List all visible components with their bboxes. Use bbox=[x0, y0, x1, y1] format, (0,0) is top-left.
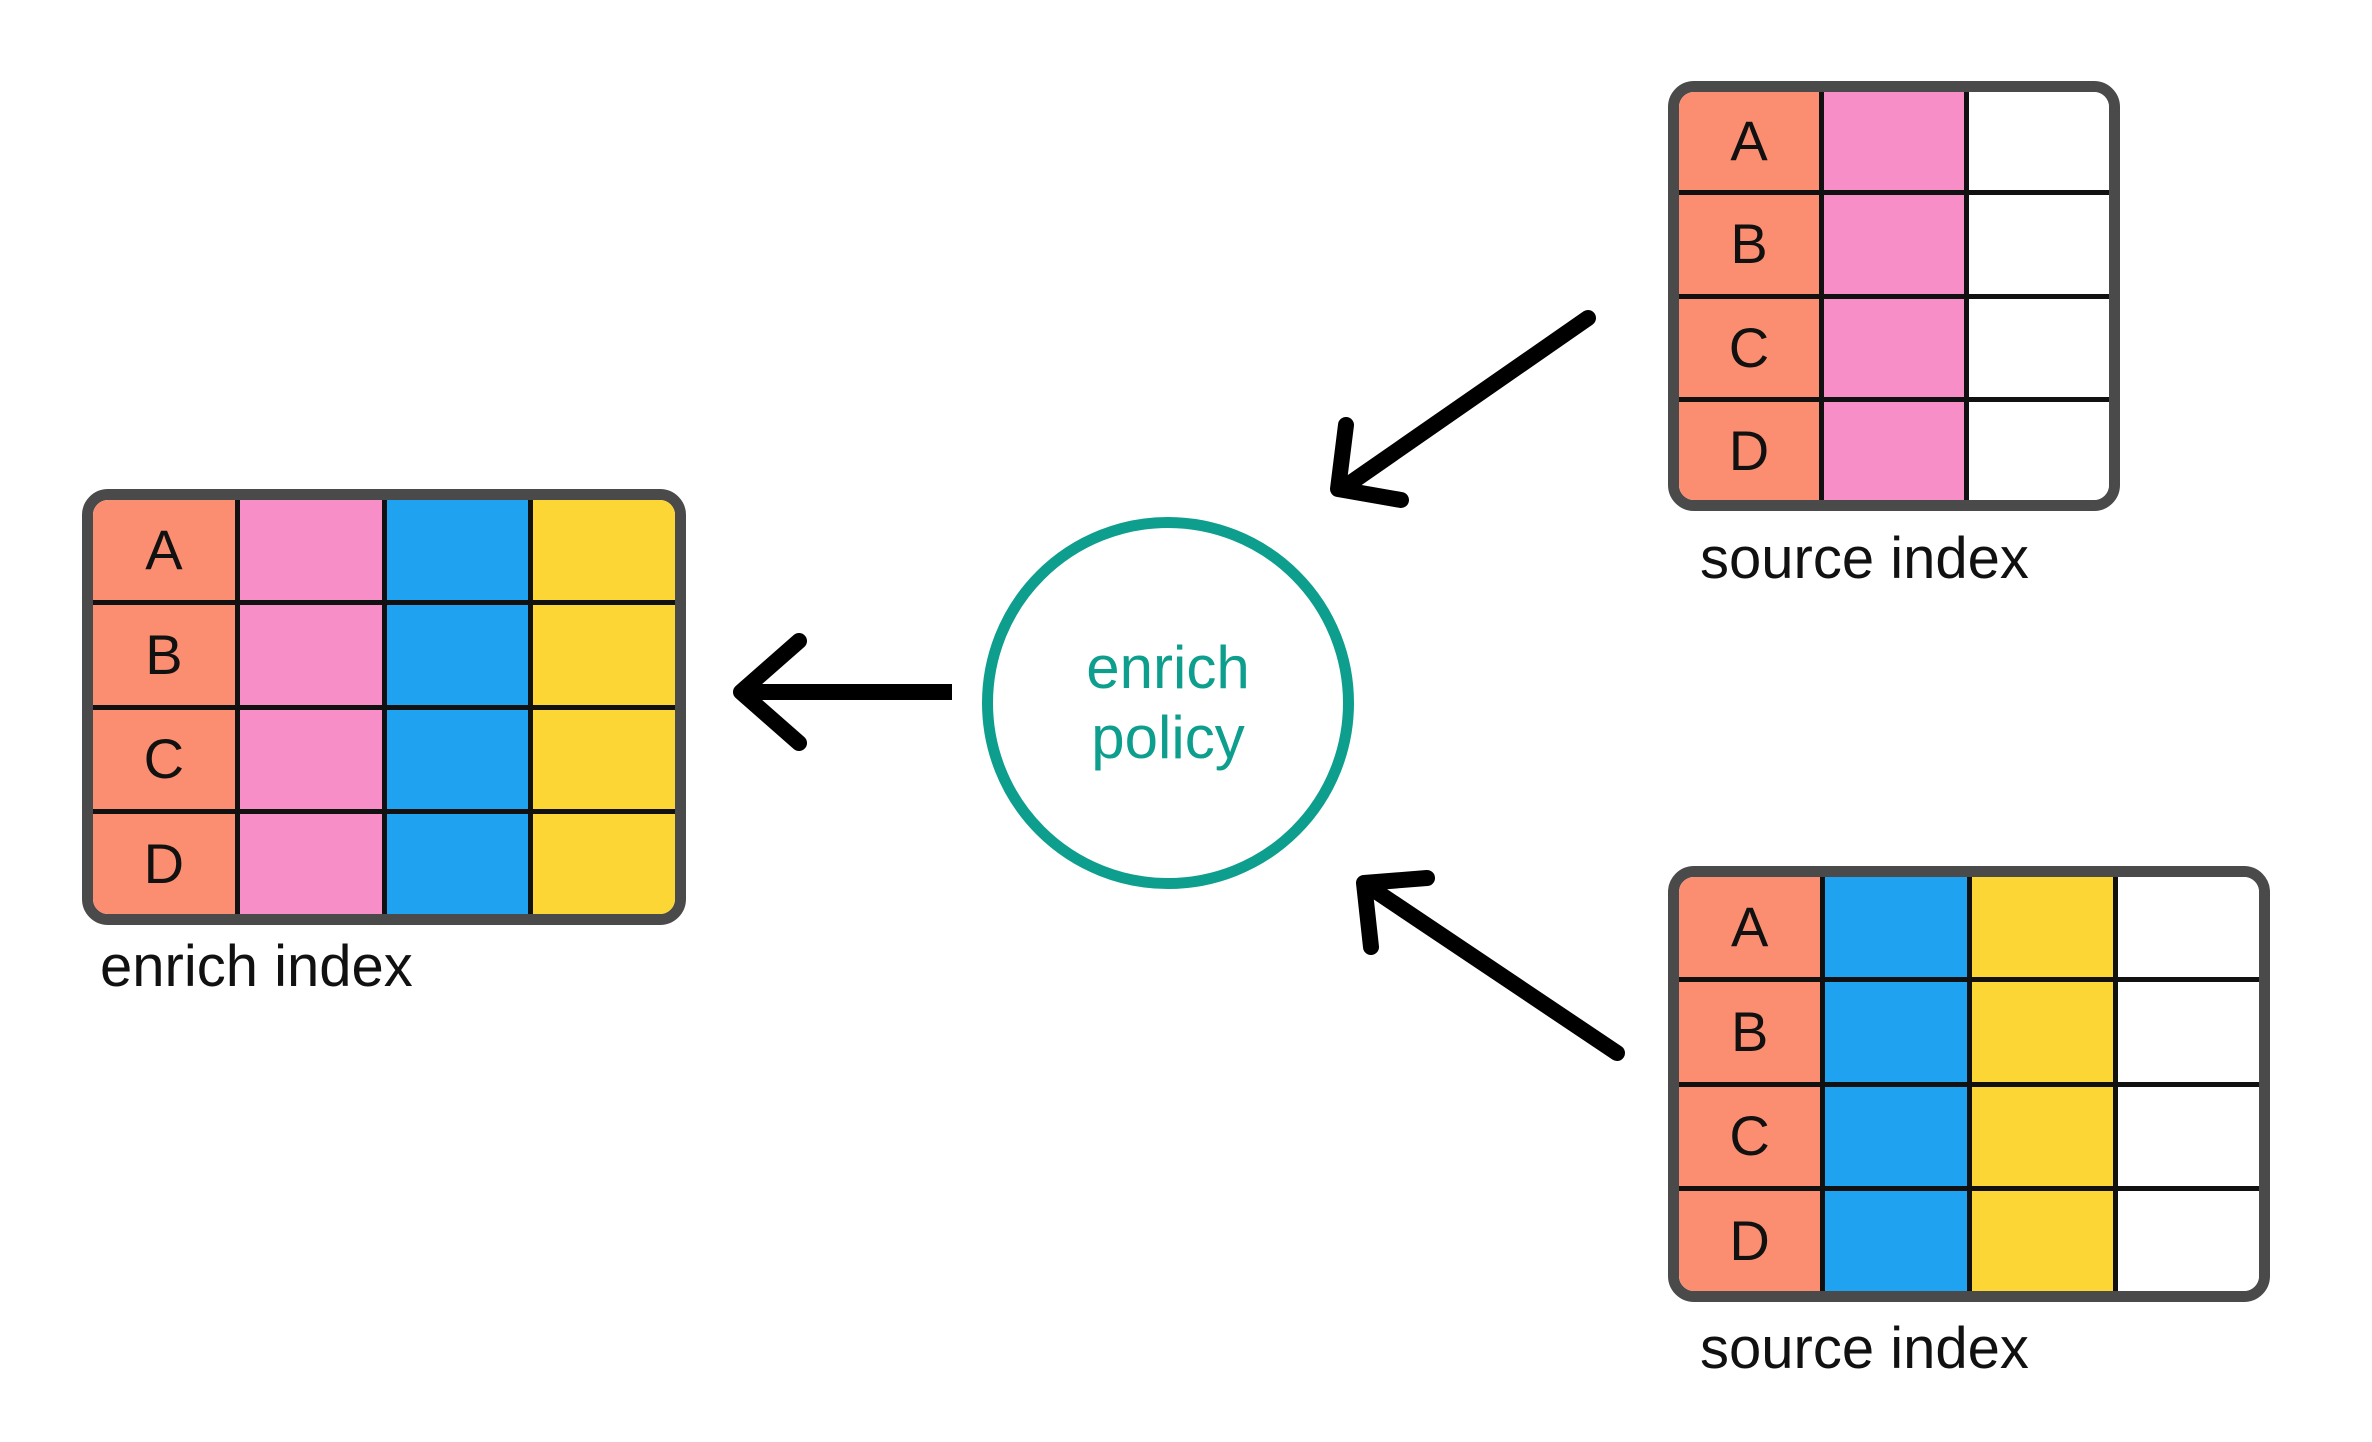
arrow-source-bottom-to-policy bbox=[1356, 870, 1625, 1061]
enrich-index-table: A B C D bbox=[82, 489, 686, 925]
table-cell-pink bbox=[1824, 195, 1969, 294]
table-row: D bbox=[1679, 1191, 2259, 1291]
cell-label: C bbox=[1729, 1104, 1770, 1168]
table-row: C bbox=[1679, 1086, 2259, 1192]
table-cell-empty bbox=[1969, 195, 2109, 294]
table-cell-blue bbox=[1825, 1191, 1972, 1291]
table-row: A bbox=[1679, 877, 2259, 982]
table-cell-key: A bbox=[1679, 92, 1824, 191]
cell-label: A bbox=[1730, 109, 1768, 173]
cell-label: A bbox=[145, 517, 183, 581]
table-cell-yellow bbox=[1971, 981, 2118, 1082]
source-index-table-top: A B C D bbox=[1668, 81, 2120, 511]
cell-label: D bbox=[1729, 1209, 1770, 1273]
table-row: A bbox=[1679, 92, 2109, 196]
table-cell-pink bbox=[1824, 92, 1969, 191]
table-cell-blue bbox=[386, 500, 534, 600]
table-cell-pink bbox=[239, 604, 387, 705]
table-cell-key: C bbox=[1679, 298, 1824, 397]
cell-label: B bbox=[1730, 212, 1768, 276]
table-cell-yellow bbox=[1971, 1191, 2118, 1291]
table-cell-blue bbox=[386, 709, 534, 810]
source-index-table-bottom: A B C D bbox=[1668, 866, 2270, 1302]
enrich-policy-node: enrich policy bbox=[982, 517, 1354, 889]
table-cell-blue bbox=[1825, 981, 1972, 1082]
table-cell-blue bbox=[386, 814, 534, 914]
enrich-index-caption: enrich index bbox=[100, 934, 413, 999]
table-cell-key: A bbox=[93, 500, 240, 600]
table-cell-yellow bbox=[533, 709, 675, 810]
table-cell-key: B bbox=[1679, 195, 1824, 294]
table-cell-blue bbox=[386, 604, 534, 705]
arrow-policy-to-enrich-index bbox=[733, 633, 952, 751]
table-row: D bbox=[1679, 401, 2109, 500]
table-cell-pink bbox=[1824, 401, 1969, 500]
cell-label: C bbox=[1728, 315, 1770, 379]
table-cell-key: C bbox=[1679, 1086, 1826, 1187]
table-row: B bbox=[1679, 195, 2109, 299]
table-cell-empty bbox=[1969, 401, 2109, 500]
table-cell-empty bbox=[2117, 1191, 2259, 1291]
table-cell-empty bbox=[1969, 92, 2109, 191]
table-cell-blue bbox=[1825, 1086, 1972, 1187]
cell-label: C bbox=[143, 727, 185, 791]
table-cell-key: A bbox=[1679, 877, 1826, 977]
table-cell-key: D bbox=[93, 814, 240, 914]
enrich-policy-label-line1: enrich bbox=[1086, 633, 1250, 701]
table-cell-yellow bbox=[533, 604, 675, 705]
enrich-policy-label-line2: policy bbox=[1091, 704, 1245, 771]
table-cell-pink bbox=[1824, 298, 1969, 397]
table-row: D bbox=[93, 814, 675, 914]
table-cell-key: D bbox=[1679, 1191, 1826, 1291]
table-row: B bbox=[93, 604, 675, 710]
table-cell-key: B bbox=[1679, 981, 1826, 1082]
source-index-caption-bottom: source index bbox=[1700, 1316, 2029, 1381]
table-cell-yellow bbox=[1971, 877, 2118, 977]
table-cell-yellow bbox=[533, 814, 675, 914]
table-cell-key: D bbox=[1679, 401, 1824, 500]
cell-label: D bbox=[1728, 418, 1770, 482]
table-row: B bbox=[1679, 981, 2259, 1087]
arrow-source-top-to-policy bbox=[1330, 310, 1596, 508]
cell-label: A bbox=[1730, 894, 1769, 958]
table-cell-blue bbox=[1825, 877, 1972, 977]
table-cell-pink bbox=[239, 500, 387, 600]
cell-label: B bbox=[145, 622, 183, 686]
cell-label: D bbox=[143, 832, 185, 896]
table-cell-yellow bbox=[1971, 1086, 2118, 1187]
table-cell-yellow bbox=[533, 500, 675, 600]
table-cell-key: B bbox=[93, 604, 240, 705]
table-cell-pink bbox=[239, 814, 387, 914]
table-row: C bbox=[93, 709, 675, 815]
table-cell-empty bbox=[2117, 877, 2259, 977]
table-cell-empty bbox=[2117, 1086, 2259, 1187]
cell-label: B bbox=[1730, 999, 1769, 1063]
table-cell-empty bbox=[2117, 981, 2259, 1082]
table-row: C bbox=[1679, 298, 2109, 402]
table-cell-empty bbox=[1969, 298, 2109, 397]
table-row: A bbox=[93, 500, 675, 605]
table-cell-key: C bbox=[93, 709, 240, 810]
source-index-caption-top: source index bbox=[1700, 526, 2029, 591]
table-cell-pink bbox=[239, 709, 387, 810]
